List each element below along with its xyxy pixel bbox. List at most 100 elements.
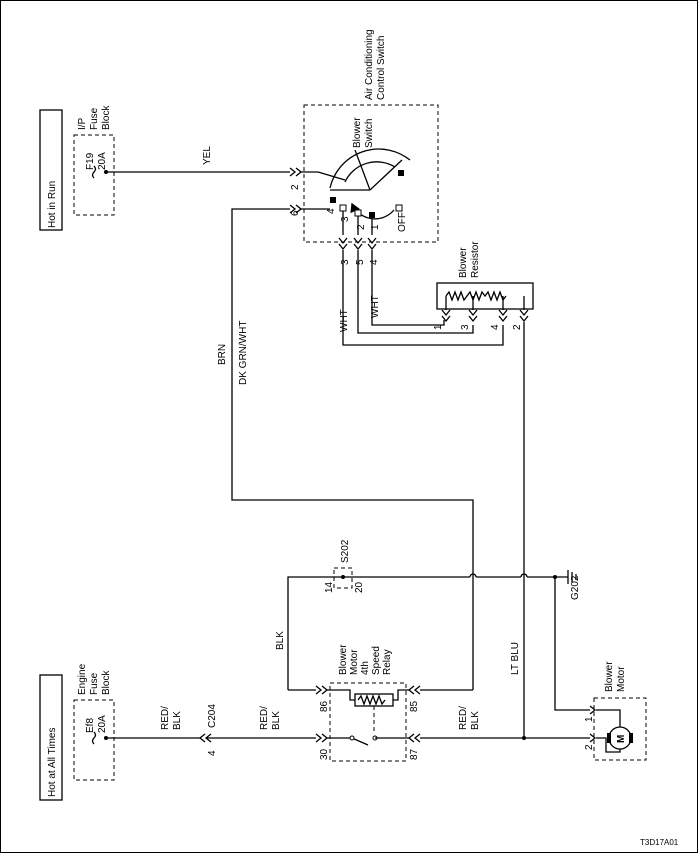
resistor-pin-1: 1	[433, 324, 444, 330]
blower-switch-label-1: Blower	[352, 117, 363, 148]
switch-out-4-label: 4	[369, 259, 380, 265]
fuse-f19-rating: 20A	[97, 152, 108, 170]
switch-out-3-label: 3	[340, 259, 351, 265]
fuse-ef8-id: Ef8	[85, 718, 96, 733]
hot-in-run-label: Hot in Run	[47, 181, 58, 228]
rotary-arc	[329, 148, 411, 189]
wire-yel-label: YEL	[202, 146, 213, 165]
relay-coil-leads	[327, 689, 409, 701]
motor-label-1: Blower	[604, 661, 615, 692]
motor-pin-1-label: 1	[584, 716, 595, 722]
motor-symbol-m: M	[616, 735, 627, 743]
motor-label-2: Motor	[616, 666, 627, 692]
resistor-conn-2b	[519, 315, 529, 323]
fuse-f19-symbol	[91, 165, 97, 179]
resistor-conn-3b	[468, 315, 478, 323]
switch-out-conn-3	[338, 237, 348, 245]
connector-c204: C204 4	[198, 704, 218, 756]
switch-contact-3	[339, 204, 347, 212]
relay-pin-86-connector	[315, 685, 323, 695]
splice-s202: S202 14 20	[324, 539, 365, 593]
rotary-arc-inner	[344, 161, 396, 183]
ground-g202: G202	[553, 570, 581, 600]
hot-at-all-times-box	[39, 674, 63, 801]
switch-wire-in-2b	[317, 171, 346, 181]
wire-motor-ground	[554, 577, 590, 711]
switch-off-label: OFF	[397, 212, 408, 232]
relay-pin-87-label: 87	[409, 748, 420, 760]
engine-fuse-label-1: Engine	[77, 663, 88, 695]
relay-label-3: 4th	[360, 661, 371, 675]
splice-id: S202	[340, 539, 351, 563]
switch-out-conn-5b	[353, 243, 363, 251]
ground-id: G202	[570, 575, 581, 600]
relay-pin-86-label: 86	[319, 700, 330, 712]
engine-fuse-label-3: Block	[101, 670, 112, 695]
wire-red-blk-3b: BLK	[470, 711, 481, 730]
rotary-spoke-1	[354, 149, 371, 191]
switch-pin-6-label: 6	[290, 210, 301, 216]
splice-box	[333, 567, 353, 589]
switch-contact-1	[369, 212, 375, 218]
switch-out-conn-4	[367, 237, 377, 245]
relay-switch-pivot	[349, 735, 355, 741]
switch-out-5-label: 5	[355, 259, 366, 265]
resistor-title-2: Resistor	[470, 241, 481, 278]
relay-pin-86-mate	[321, 685, 329, 695]
rotary-spoke-2	[369, 159, 403, 191]
relay-pin-85-label: 85	[409, 700, 420, 712]
motor-internal-leads	[596, 709, 621, 753]
motor-pin-2-connector	[589, 733, 597, 743]
switch-pin-2-connector	[289, 167, 297, 177]
wire-wht-label-a: WHT	[339, 309, 350, 332]
relay-label-5: Relay	[382, 649, 393, 675]
wire-blk-label: BLK	[275, 631, 286, 650]
engine-fuse-label-2: Fuse	[89, 672, 100, 695]
wire-brn	[231, 208, 474, 690]
wire-red-blk-2b: BLK	[271, 711, 282, 730]
relay-coil-resistor	[357, 694, 386, 706]
ip-fuse-label-2: Fuse	[89, 107, 100, 130]
figure-code: T3D17A01	[640, 838, 679, 847]
ac-switch-title-1: Air Conditioning	[364, 29, 375, 100]
splice-pin-20: 20	[354, 581, 365, 593]
blower-resistor: Blower Resistor 1 3 4 2	[433, 241, 534, 330]
relay-pin-85-connector	[413, 685, 421, 695]
c204-id: C204	[207, 704, 218, 728]
resistor-title-1: Blower	[458, 247, 469, 278]
motor-brush-left	[607, 733, 611, 743]
wire-lt-blu-label: LT BLU	[510, 642, 521, 675]
blower-switch-label-2: Switch	[364, 119, 375, 148]
resistor-pin-2: 2	[512, 324, 523, 330]
wire-red-blk-1a: RED/	[160, 706, 171, 730]
relay-4th-speed: Blower Motor 4th Speed Relay 86 85 30 87	[315, 644, 421, 762]
resistor-coils	[445, 290, 507, 302]
fuse-ef8-symbol	[91, 731, 97, 745]
hot-in-run-box	[39, 109, 63, 231]
switch-pin-2-label: 2	[290, 184, 301, 190]
switch-out-conn-4b	[367, 243, 377, 251]
wire-wht-label-b: WHT	[370, 295, 381, 318]
relay-switch-contact	[327, 737, 369, 746]
relay-label-4: Speed	[371, 646, 382, 675]
resistor-conn-4b	[498, 315, 508, 323]
ip-fuse-box	[73, 134, 115, 216]
junction-lt-blu	[522, 736, 526, 740]
resistor-box	[436, 282, 534, 310]
ac-control-switch: Air Conditioning Control Switch Blower S…	[289, 29, 439, 265]
resistor-conn-1b	[441, 315, 451, 323]
hot-at-all-times-label: Hot at All Times	[47, 728, 58, 797]
switch-contact-2	[354, 209, 362, 217]
blower-motor: Blower Motor 1 2 M	[584, 661, 647, 761]
resistor-pin-3: 3	[460, 324, 471, 330]
relay-pin-30-mate	[321, 733, 329, 743]
wire-brn-label: BRN	[217, 344, 228, 365]
switch-pin-6-connector	[289, 204, 297, 214]
fuse-f19-id: F19	[85, 152, 96, 170]
switch-contact-off	[395, 204, 403, 212]
wire-red-blk-3a: RED/	[458, 706, 469, 730]
switch-pos-3-label: 3	[340, 216, 351, 222]
ip-fuse-block: I/P Fuse Block F19 20A	[73, 105, 115, 216]
resistor-pin-4: 4	[490, 324, 501, 330]
